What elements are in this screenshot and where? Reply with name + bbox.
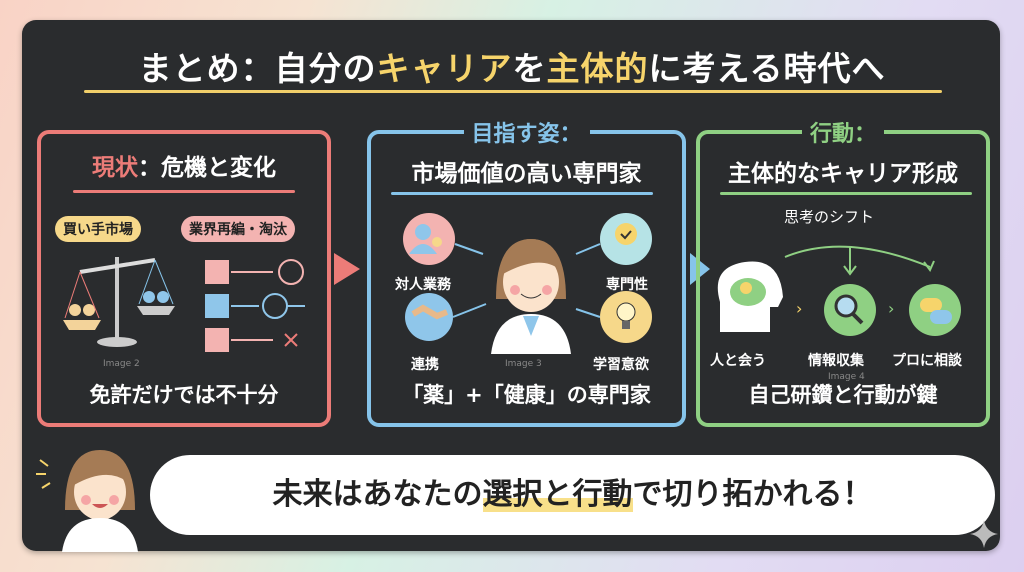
panel-title: 主体的なキャリア形成 [728, 161, 958, 187]
action-panel: 行動： 主体的なキャリア形成 思考のシフト › › 人と会う 情報収集 プロに相… [696, 116, 990, 427]
industry-reorg-tag: 業界再編・淘汰 [181, 216, 295, 242]
sparkle-icon [970, 520, 998, 548]
closing-message-bubble: 未来はあなたの選択と行動で切り拓かれる！ [150, 455, 995, 535]
page-title: まとめ：自分のキャリアを主体的に考える時代へ [138, 49, 886, 88]
item-label: 連携 [411, 357, 439, 373]
shift-label: 思考のシフト [784, 208, 875, 226]
svg-text:›: › [796, 299, 802, 318]
action-flow-illustration: › › [717, 245, 961, 336]
panel-title: 現状：危機と変化 [92, 155, 276, 181]
goal-panel: 目指す姿： 市場価値の高い専門家 対人業務 専門性 連携 学習意欲 Image … [367, 116, 686, 427]
handshake-icon [405, 293, 453, 341]
step-label: 情報収集 [808, 353, 864, 369]
arrow-right-icon [690, 253, 710, 285]
image-caption: Image 3 [505, 359, 542, 369]
item-label: 学習意欲 [593, 357, 649, 373]
pharmacist-avatar [36, 450, 138, 552]
item-label: 専門性 [606, 277, 648, 293]
arrow-right-icon [334, 253, 360, 285]
panel-label: 目指す姿： [463, 116, 590, 148]
panel-footer: 「薬」+「健康」の専門家 [402, 383, 651, 407]
head-lightbulb-icon [717, 261, 783, 332]
panel-label: 行動： [801, 116, 885, 148]
image-caption: Image 4 [828, 372, 865, 382]
buyers-market-tag: 買い手市場 [55, 216, 141, 242]
panel-footer: 自己研鑽と行動が鍵 [748, 383, 938, 407]
current-situation-panel: 現状：危機と変化 買い手市場 業界再編・淘汰 Image 2 免許だけでは不十分 [37, 130, 331, 427]
panel-footer: 免許だけでは不十分 [89, 383, 279, 407]
image-caption: Image 2 [103, 359, 140, 369]
balance-scale-icon [63, 257, 175, 347]
item-label: 対人業務 [395, 277, 451, 293]
panel-title: 市場価値の高い専門家 [411, 161, 642, 187]
title-underline [84, 90, 942, 93]
people-icon [403, 213, 455, 265]
step-label: プロに相談 [892, 353, 962, 369]
restructure-flow-icon [205, 259, 305, 352]
pharmacist-character [491, 239, 571, 354]
step-label: 人と会う [710, 353, 766, 369]
pharmacist-illustration [403, 213, 652, 354]
scale-and-flow-illustration [63, 257, 305, 352]
svg-text:›: › [888, 299, 894, 318]
